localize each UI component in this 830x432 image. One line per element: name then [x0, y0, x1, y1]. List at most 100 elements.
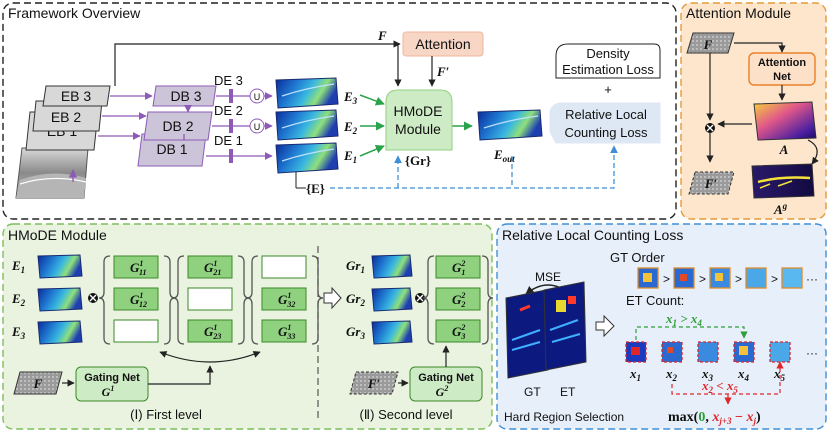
gated-attention-map: [751, 163, 815, 199]
e1-label: E1: [343, 148, 357, 165]
svg-text:Estimation Loss: Estimation Loss: [562, 62, 654, 77]
decoder-block-db2: DB 2: [143, 111, 213, 141]
framework-title: Framework Overview: [8, 5, 141, 21]
gating-net-1: Gating Net G1: [75, 366, 149, 402]
gated-map-label: Ag: [773, 201, 788, 217]
green-comparison: x1 > x4: [665, 311, 702, 328]
svg-text:F′: F′: [704, 176, 718, 191]
attention-input-f: F: [686, 32, 735, 54]
attention-output-fprime: F′: [688, 171, 735, 195]
input-image: [15, 147, 89, 199]
svg-text:Gating Net: Gating Net: [84, 372, 140, 384]
rlc-loss-box: Relative Local Counting Loss: [549, 102, 661, 144]
density-estimation-loss-box: Density Estimation Loss: [555, 43, 661, 79]
svg-text:>: >: [735, 272, 742, 286]
svg-text:EB 3: EB 3: [61, 88, 92, 104]
gate-empty-col3: [261, 255, 307, 279]
output-label: Eout: [493, 147, 515, 164]
svg-text:G21: G21: [452, 259, 465, 277]
hmode-e2-label: E2: [11, 291, 26, 308]
et-count-label: ET Count:: [626, 293, 684, 308]
svg-text:>: >: [771, 272, 778, 286]
svg-text:Gating Net: Gating Net: [418, 372, 474, 384]
gt-density-map: [505, 289, 549, 379]
gt-label: GT: [524, 385, 541, 399]
svg-text:F: F: [703, 37, 713, 52]
svg-text:Density: Density: [586, 46, 630, 61]
et-label: ET: [560, 385, 576, 399]
loss-plus: +: [604, 82, 612, 97]
svg-text:Attention: Attention: [758, 57, 807, 69]
attention-box: Attention: [402, 31, 484, 57]
svg-text:DB 1: DB 1: [156, 141, 187, 157]
svg-text:Attention: Attention: [415, 36, 470, 52]
gr1-label: Gr1: [346, 258, 365, 275]
gr-maps: [371, 254, 413, 345]
e-set-label: {E}: [306, 181, 325, 196]
svg-text:DB 3: DB 3: [170, 88, 201, 104]
svg-text:DE 3: DE 3: [214, 73, 243, 88]
svg-text:G1: G1: [102, 384, 115, 399]
de2-branch: DE 2 U: [212, 103, 273, 134]
svg-text:G22: G22: [452, 291, 465, 309]
x4-label: x4: [737, 366, 750, 383]
hmode-title: HMoDE Module: [8, 227, 107, 243]
de1-branch: DE 1: [206, 133, 273, 163]
svg-text:DE 2: DE 2: [214, 103, 243, 118]
e2-label: E2: [343, 119, 358, 136]
decoder-block-db1: DB 1: [137, 133, 207, 167]
svg-text:Net: Net: [773, 71, 791, 83]
level1-caption: (Ⅰ) First level: [130, 407, 202, 422]
svg-text:>: >: [663, 272, 670, 286]
x5-label: x5: [773, 366, 786, 383]
encoder-block-eb3: EB 3: [42, 85, 111, 107]
svg-text:G23: G23: [452, 323, 465, 341]
svg-text:HMoDE: HMoDE: [393, 103, 442, 119]
svg-text:Relative Local: Relative Local: [565, 107, 647, 122]
hmode-multiply-1: [88, 293, 98, 303]
svg-text:···: ···: [806, 272, 818, 286]
gate-empty-col2: [187, 287, 233, 311]
attention-map-a: [753, 101, 817, 141]
estimate-map-e1: [275, 142, 339, 174]
svg-text:F: F: [33, 376, 43, 391]
level2-caption: (Ⅱ) Second level: [359, 407, 452, 422]
max-formula: max(0, xj+3 − xj): [668, 410, 761, 426]
hmode-e3-label: E3: [11, 324, 26, 341]
feature-fprime-label: F′: [436, 64, 450, 79]
svg-text:EB 2: EB 2: [51, 109, 82, 125]
de3-branch: DE 3 U: [214, 73, 273, 104]
hmode-input-maps: [37, 254, 83, 345]
svg-text:···: ···: [806, 346, 818, 360]
gate-empty-col1: [113, 319, 159, 343]
hmode-module-box: HMoDE Module: [385, 89, 453, 151]
gating-net-2: Gating Net G2: [409, 366, 483, 402]
svg-text:G2: G2: [436, 384, 449, 399]
estimate-map-e2: [275, 109, 339, 141]
gr3-label: Gr3: [346, 324, 365, 341]
hmode-feature-fprime: F′: [349, 371, 399, 395]
svg-text:DE 1: DE 1: [214, 133, 243, 148]
e3-label: E3: [343, 89, 358, 106]
gt-order-patches: > > > > ···: [637, 267, 818, 289]
hmode-multiply-2: [415, 293, 425, 303]
rlcl-title: Relative Local Counting Loss: [502, 227, 683, 243]
et-patches: ···: [625, 341, 818, 363]
decoder-block-db3: DB 3: [152, 85, 217, 107]
estimate-map-e3: [275, 77, 339, 109]
hmode-e1-label: E1: [11, 258, 25, 275]
et-density-map: [543, 281, 587, 371]
svg-text:U: U: [254, 92, 261, 102]
